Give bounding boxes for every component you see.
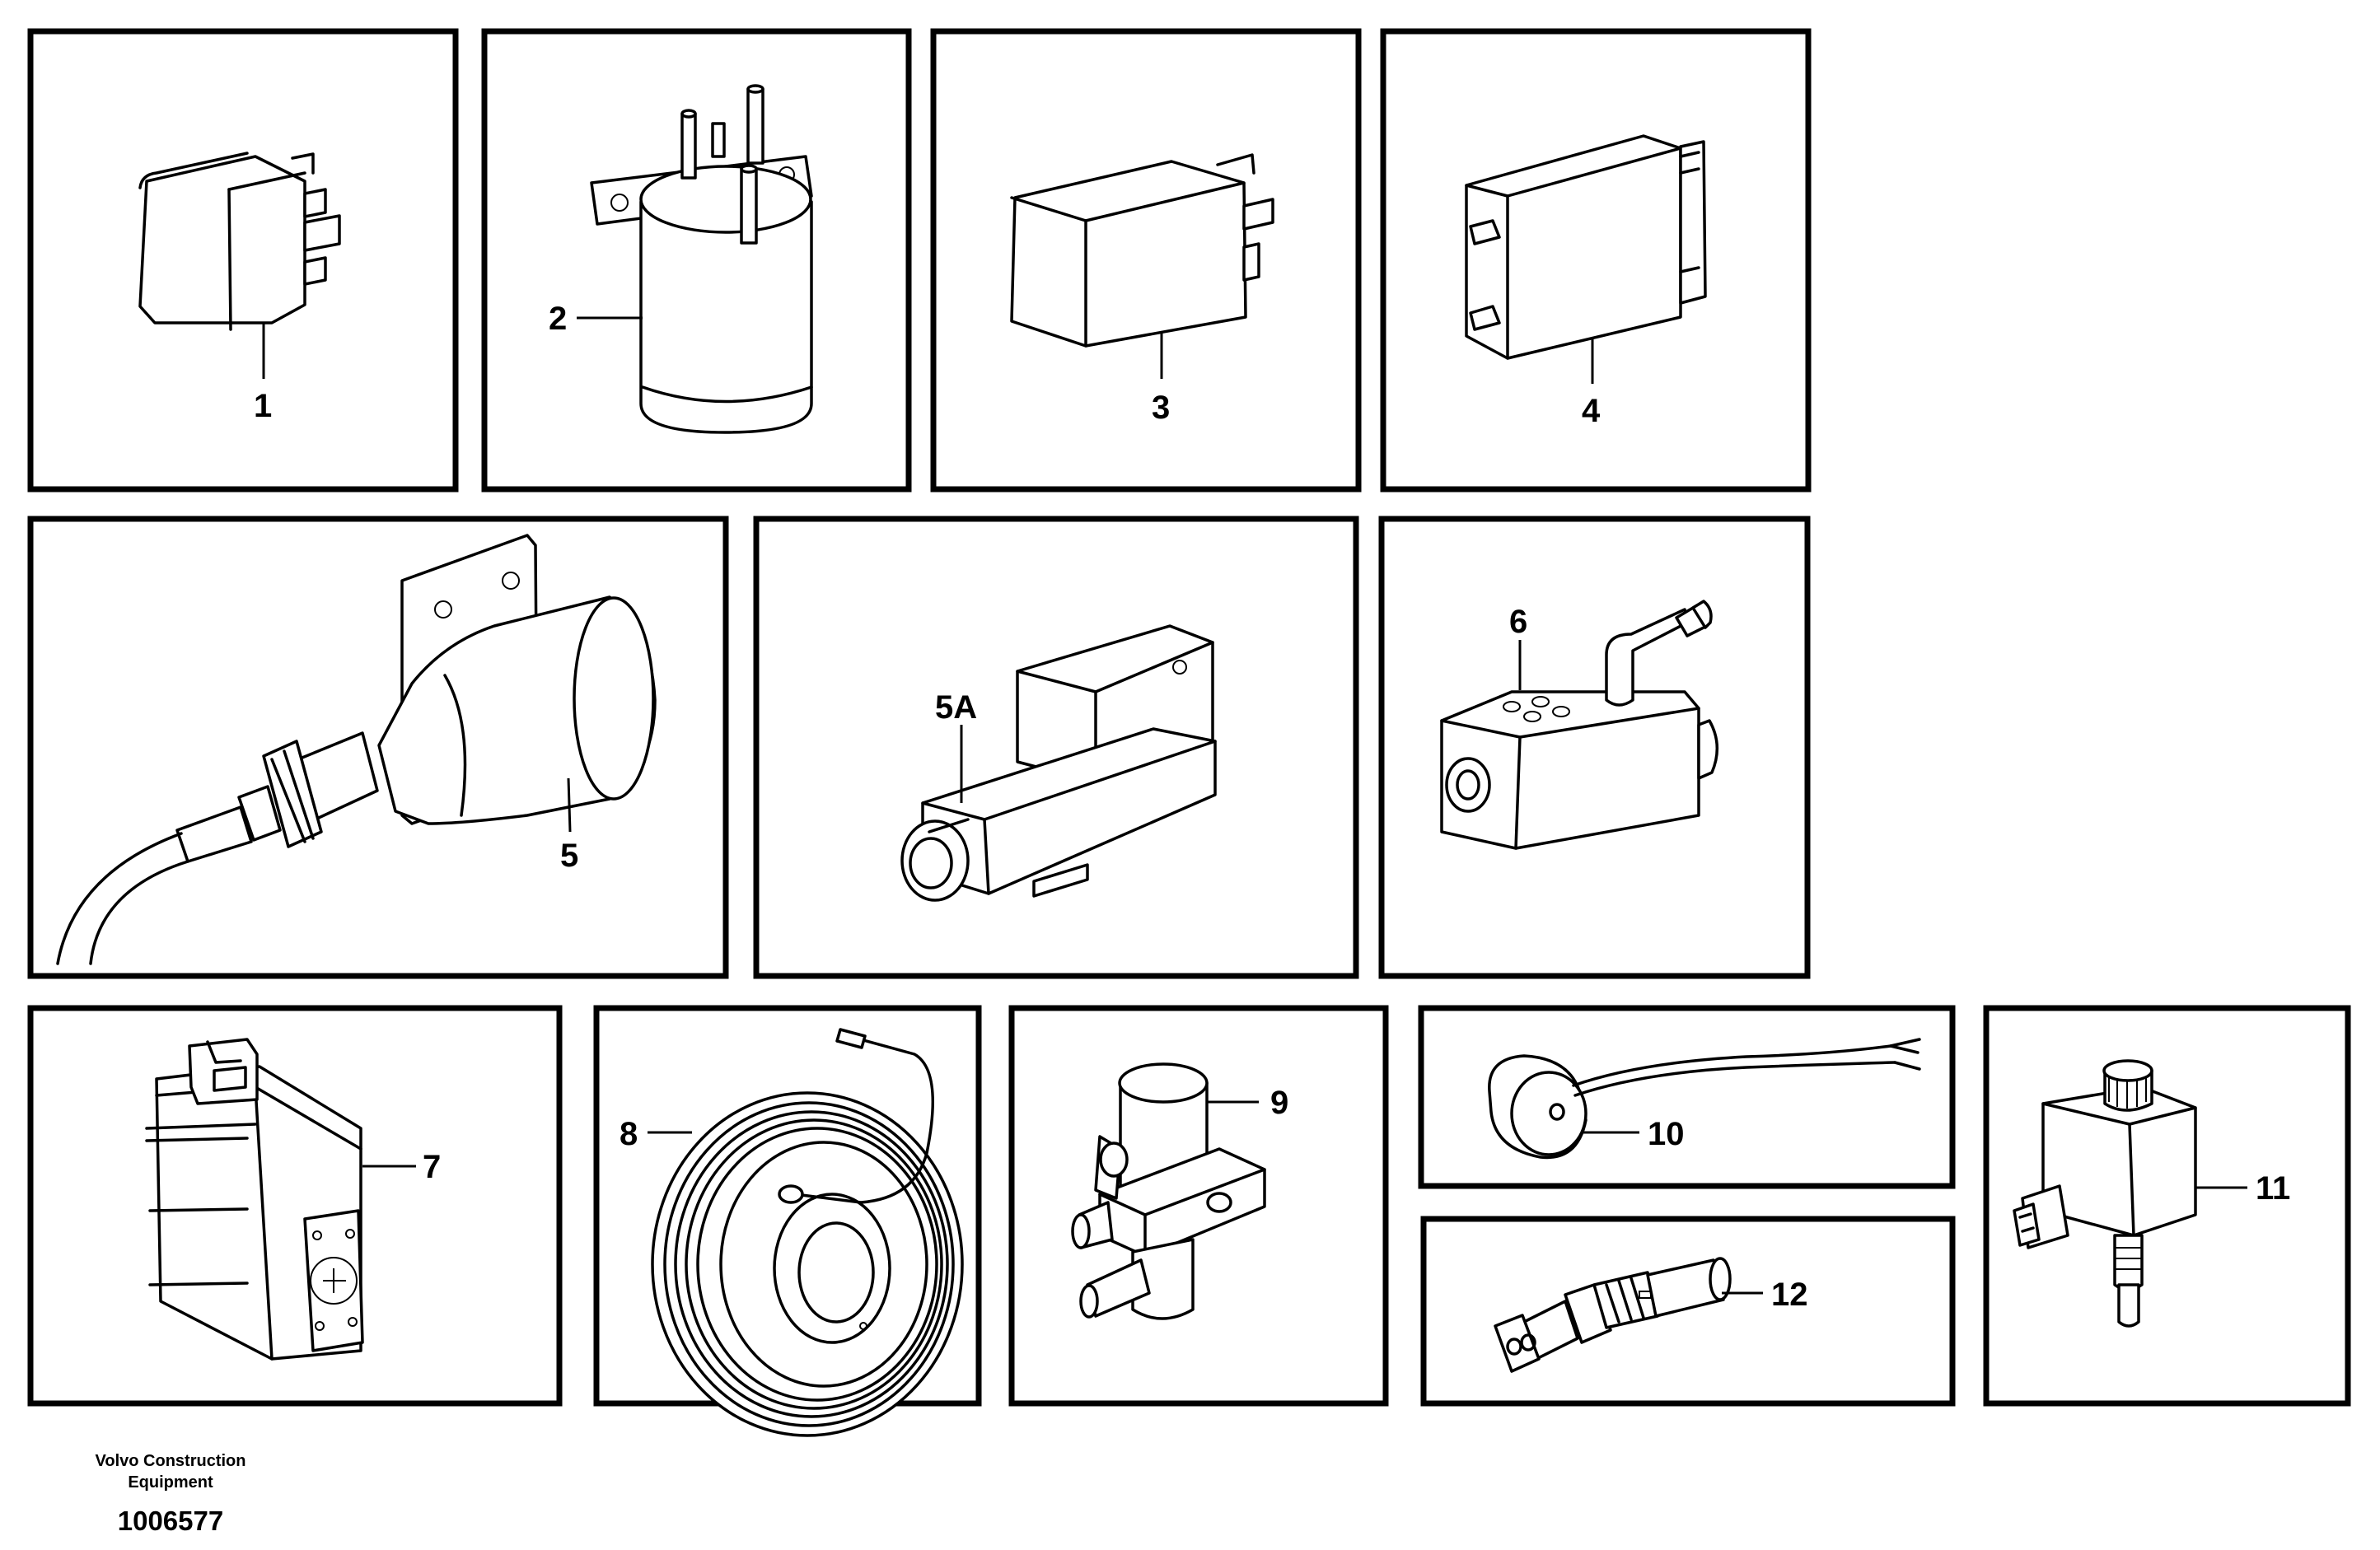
part-label-9: 9 <box>1270 1085 1288 1121</box>
part-label-7: 7 <box>423 1149 441 1185</box>
sensor-with-cable-illustration <box>56 534 657 965</box>
panel-part-1: 1 <box>27 28 459 493</box>
part-label-10: 10 <box>1648 1116 1685 1152</box>
clutch-pulley-illustration <box>651 1028 964 1437</box>
panel-part-5A: 5A <box>753 516 1359 979</box>
panel-part-3: 3 <box>930 28 1362 493</box>
part-label-3: 3 <box>1152 390 1170 426</box>
pressure-switch-illustration <box>900 624 1217 902</box>
part-label-5A: 5A <box>935 689 977 726</box>
panel-part-4: 4 <box>1380 28 1812 493</box>
drawing-number: 1006577 <box>118 1506 223 1536</box>
company-name-line1: Volvo Construction <box>96 1452 246 1470</box>
solenoid-valve-illustration <box>1440 600 1719 850</box>
panel-part-10: 10 <box>1418 1005 1956 1189</box>
panel-part-7: 7 <box>27 1005 563 1407</box>
valve-body-illustration <box>1071 1062 1266 1320</box>
panel-part-6: 6 <box>1378 516 1811 979</box>
cylinder-relay-illustration <box>590 84 813 434</box>
part-label-4: 4 <box>1582 393 1601 429</box>
relay-illustration <box>138 152 341 331</box>
panel-part-12: 12 <box>1420 1216 1956 1407</box>
part-label-8: 8 <box>620 1116 638 1152</box>
part-label-2: 2 <box>549 301 567 337</box>
part-label-1: 1 <box>254 388 272 424</box>
temperature-sender-illustration <box>1494 1257 1732 1373</box>
panel-part-9: 9 <box>1008 1005 1389 1407</box>
part-label-5: 5 <box>560 838 578 874</box>
solenoid-knob-illustration <box>2013 1059 2197 1328</box>
control-unit-illustration <box>1465 134 1707 360</box>
panel-part-8: 8 <box>593 1005 982 1437</box>
part-label-6: 6 <box>1509 604 1527 640</box>
panel-part-11: 11 <box>1983 1005 2351 1407</box>
panel-part-5: 5 <box>27 516 729 979</box>
part-label-12: 12 <box>1771 1277 1808 1313</box>
valve-coil-illustration <box>145 1038 364 1361</box>
company-name-line2: Equipment <box>128 1473 213 1492</box>
sensor-puck-illustration <box>1488 1038 1921 1160</box>
relay-box-illustration <box>1010 153 1274 348</box>
footer-block: Volvo Construction Equipment 1006577 <box>96 1452 246 1536</box>
panel-part-2: 2 <box>481 28 912 493</box>
part-label-11: 11 <box>2256 1170 2290 1207</box>
